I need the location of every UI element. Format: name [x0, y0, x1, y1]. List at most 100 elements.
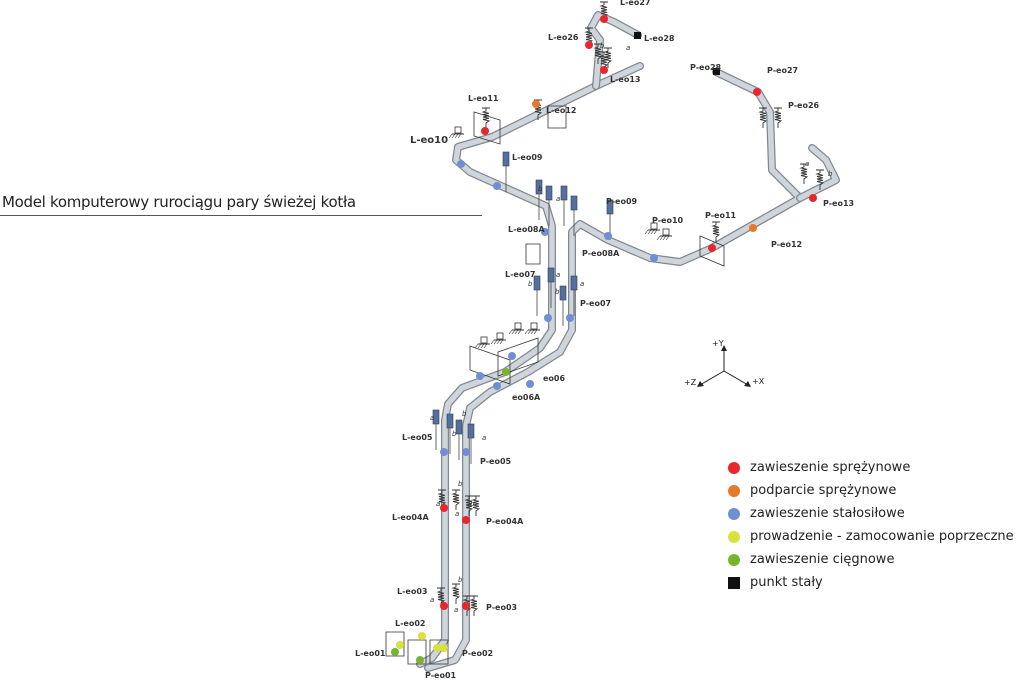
hatch-line — [656, 235, 661, 241]
point-label: P-eo13 — [823, 199, 854, 208]
axis-z-label: +Z — [684, 378, 697, 387]
point-label: L-eo10 — [410, 135, 448, 146]
point-label: eo06 — [543, 374, 565, 383]
point-label: P-eo02 — [462, 649, 493, 658]
spring-icon — [773, 108, 783, 128]
diagram-title: Model komputerowy rurociągu pary świeżej… — [2, 193, 356, 211]
support-letter: b — [458, 576, 463, 584]
support-dot — [476, 372, 484, 380]
guide-frame-icon — [547, 105, 567, 129]
support-dot — [604, 232, 612, 240]
point-labels: L-eo27L-eo28L-eo26L-eo13L-eo11L-eo12L-eo… — [355, 0, 854, 680]
hatch-line — [454, 133, 459, 139]
guide-frame-icon — [385, 631, 405, 657]
guide-frame-icon — [429, 639, 449, 665]
hatch-line — [457, 133, 462, 139]
axis-x — [723, 370, 749, 386]
legend-item-spring-hanger: zawieszenie sprężynowe — [728, 456, 1014, 479]
guide-frame-icon — [497, 337, 539, 377]
constant-hanger-icon — [560, 185, 568, 201]
point-label: P-eo08A — [582, 249, 620, 258]
hatch-line — [647, 229, 652, 235]
support-box — [480, 336, 488, 344]
point-label: P-eo28 — [690, 63, 722, 72]
spring-icon — [451, 490, 461, 510]
support-dot — [391, 648, 399, 656]
support-letter: b — [458, 480, 463, 488]
green-dot-icon — [728, 553, 740, 566]
point-label: P-eo09 — [606, 197, 638, 206]
legend-item-spring-support: podparcie sprężynowe — [728, 479, 1014, 502]
point-label: P-eo26 — [788, 101, 820, 110]
support-dot — [502, 368, 510, 376]
support-dot — [440, 448, 448, 456]
support-dot — [457, 160, 465, 168]
support-letter: a — [580, 280, 584, 288]
spring-icon — [481, 108, 491, 128]
point-label: L-eo07 — [505, 270, 535, 279]
hatch-line — [653, 229, 658, 235]
point-label: L-eo12 — [546, 106, 576, 115]
legend-label: zawieszenie sprężynowe — [750, 460, 911, 475]
point-label: L-eo09 — [512, 153, 543, 162]
hatch-line — [644, 229, 649, 235]
support-letter: a — [482, 434, 486, 442]
constant-hanger-icon — [455, 419, 463, 435]
legend-label: zawieszenie cięgnowe — [750, 552, 895, 567]
legend-item-rod-hanger: zawieszenie cięgnowe — [728, 548, 1014, 571]
support-box — [454, 126, 462, 134]
hatch-line — [530, 329, 535, 335]
point-label: P-eo01 — [425, 671, 457, 680]
support-dot — [493, 182, 501, 190]
pipe-line-p-hook — [797, 145, 839, 201]
support-letter: b — [538, 185, 543, 193]
pipe-line-p — [425, 69, 803, 671]
hatch-line — [524, 329, 529, 335]
hatch-line — [527, 329, 532, 335]
pipe-lines — [416, 11, 840, 672]
axis-z — [699, 370, 725, 386]
constant-hanger-icon — [446, 413, 454, 429]
guide-frame-icon — [469, 345, 511, 385]
support-letter: b — [452, 430, 457, 438]
guide-frame-icon — [525, 243, 541, 265]
pipe-line-l-top — [588, 12, 641, 89]
hatch-line — [496, 339, 501, 345]
axis-z-arrow — [697, 381, 704, 387]
spring-icon — [711, 222, 721, 242]
hatch-line — [662, 235, 667, 241]
support-symbols — [385, 1, 825, 665]
support-letter: a — [556, 195, 560, 203]
support-dot — [585, 41, 593, 49]
support-dot — [433, 644, 441, 652]
spring-icon — [599, 52, 609, 72]
support-dot — [493, 382, 501, 390]
support-letter: b — [555, 288, 560, 296]
pipe-line-l — [417, 63, 643, 667]
spring-icon — [436, 588, 446, 608]
support-box — [514, 322, 522, 330]
hatch-line — [490, 339, 495, 345]
orange-dot-icon — [728, 484, 740, 497]
hatch-line — [499, 339, 504, 345]
support-dot — [462, 448, 470, 456]
red-dot-icon — [728, 461, 740, 474]
constant-hanger-icon — [559, 285, 567, 301]
support-dot — [544, 314, 552, 322]
support-box — [530, 322, 538, 330]
support-letter: b — [470, 500, 475, 508]
support-letter: a — [436, 500, 440, 508]
spring-icon — [593, 44, 603, 64]
anchor-marker — [713, 68, 720, 75]
spring-icon — [758, 108, 768, 128]
hatch-line — [448, 133, 453, 139]
spring-icon — [469, 596, 479, 616]
support-dot — [462, 516, 470, 524]
support-letter: a — [556, 271, 560, 279]
support-letter: a — [430, 414, 434, 422]
hatch-line — [665, 235, 670, 241]
hatch-line — [533, 329, 538, 335]
spring-icon — [437, 490, 447, 510]
